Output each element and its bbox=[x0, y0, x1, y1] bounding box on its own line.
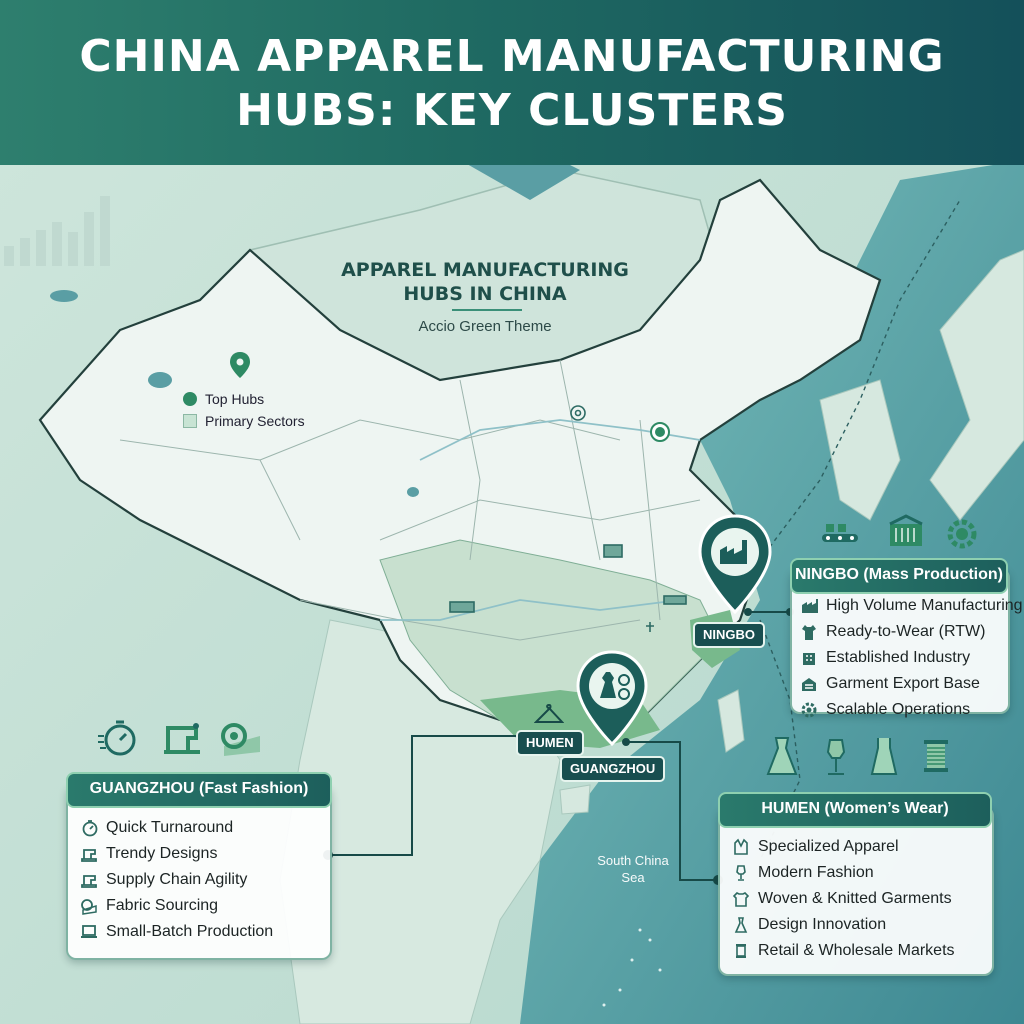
list-item: Quick Turnaround bbox=[80, 815, 273, 841]
conveyor-icon bbox=[822, 524, 858, 542]
thread-spool-icon bbox=[736, 944, 746, 958]
mannequin-icon bbox=[826, 739, 846, 775]
japan-land bbox=[929, 249, 1024, 521]
sewing-machine-icon bbox=[81, 849, 97, 862]
thread-spool-icon bbox=[924, 740, 948, 772]
ningbo-pin-icon[interactable] bbox=[694, 512, 776, 616]
map-legend: Top Hubs Primary Sectors bbox=[183, 388, 305, 432]
guangzhou-panel-title: GUANGZHOU (Fast Fashion) bbox=[66, 772, 332, 808]
korea-land bbox=[819, 379, 901, 521]
guangzhou-pin-icon[interactable] bbox=[572, 648, 652, 748]
guangzhou-city-label[interactable]: GUANGZHOU bbox=[560, 756, 666, 782]
sea-label-line-2: Sea bbox=[621, 870, 645, 885]
list-item-label: Ready-to-Wear (RTW) bbox=[826, 623, 986, 640]
taiwan-land bbox=[717, 689, 745, 753]
legend-label: Top Hubs bbox=[205, 391, 265, 407]
building-icon bbox=[803, 653, 815, 665]
list-item-label: Modern Fashion bbox=[758, 864, 874, 881]
list-item: Retail & Wholesale Markets bbox=[732, 938, 955, 964]
stopwatch-icon bbox=[98, 720, 136, 756]
humen-info-panel bbox=[718, 806, 994, 976]
header-banner: CHINA APPAREL MANUFACTURING HUBS: KEY CL… bbox=[0, 0, 1024, 165]
beijing-hub-marker bbox=[650, 422, 670, 442]
decor-bar-chart bbox=[4, 196, 110, 266]
legend-item-primary-sectors: Primary Sectors bbox=[183, 410, 305, 432]
map-small-icons bbox=[449, 405, 687, 632]
gown-icon bbox=[870, 738, 898, 775]
map-subtitle: Accio Green Theme bbox=[418, 318, 552, 335]
sewing-machine-icon bbox=[164, 723, 200, 754]
list-item: High Volume Manufacturing bbox=[800, 593, 1023, 619]
list-item-label: Scalable Operations bbox=[826, 701, 971, 718]
tshirt-icon bbox=[732, 892, 750, 907]
list-item-label: High Volume Manufacturing bbox=[826, 597, 1023, 614]
laptop-icon bbox=[81, 925, 97, 938]
top-hub-dot-icon bbox=[183, 392, 197, 406]
humen-panel-title: HUMEN (Women’s Wear) bbox=[718, 792, 992, 828]
page-title: CHINA APPAREL MANUFACTURING HUBS: KEY CL… bbox=[0, 30, 1024, 138]
map-title: APPAREL MANUFACTURING HUBS IN CHINA bbox=[300, 258, 670, 306]
coat-icon bbox=[734, 838, 748, 855]
list-item-label: Design Innovation bbox=[758, 916, 887, 933]
hainan-land bbox=[559, 784, 591, 815]
shirt-icon bbox=[802, 625, 816, 640]
list-item: Fabric Sourcing bbox=[80, 893, 273, 919]
ningbo-city-label[interactable]: NINGBO bbox=[693, 622, 765, 648]
humen-city-label[interactable]: HUMEN bbox=[516, 730, 584, 756]
title-line-1: CHINA APPAREL MANUFACTURING bbox=[79, 31, 945, 82]
gear-icon bbox=[947, 519, 977, 549]
primary-sector-swatch-icon bbox=[183, 414, 197, 428]
list-item: Trendy Designs bbox=[80, 841, 273, 867]
stopwatch-icon bbox=[82, 820, 98, 837]
legend-label: Primary Sectors bbox=[205, 413, 305, 429]
list-item-label: Established Industry bbox=[826, 649, 971, 666]
list-item: Scalable Operations bbox=[800, 697, 1023, 723]
crane-container-icon bbox=[889, 514, 923, 546]
fabric-roll-icon bbox=[81, 899, 97, 915]
gear-icon bbox=[801, 702, 817, 718]
list-item: Modern Fashion bbox=[732, 860, 955, 886]
legend-item-top-hubs: Top Hubs bbox=[183, 388, 305, 410]
title-line-2: HUBS: KEY CLUSTERS bbox=[236, 85, 788, 136]
sea-label: South China Sea bbox=[588, 852, 678, 886]
connectors bbox=[328, 611, 790, 881]
mannequin-icon bbox=[736, 865, 746, 881]
dress-icon bbox=[734, 917, 748, 933]
list-item: Design Innovation bbox=[732, 912, 955, 938]
humen-hanger-icon bbox=[534, 704, 564, 723]
list-item-label: Retail & Wholesale Markets bbox=[758, 942, 955, 959]
sewing-machine-icon bbox=[81, 875, 97, 888]
list-item: Supply Chain Agility bbox=[80, 867, 273, 893]
list-item: Garment Export Base bbox=[800, 671, 1023, 697]
ningbo-panel-title: NINGBO (Mass Production) bbox=[790, 558, 1008, 594]
warehouse-icon bbox=[802, 678, 816, 691]
list-item-label: Garment Export Base bbox=[826, 675, 980, 692]
list-item-label: Small-Batch Production bbox=[106, 923, 274, 940]
list-item-label: Quick Turnaround bbox=[106, 819, 234, 836]
map-title-line-2: HUBS IN CHINA bbox=[403, 283, 567, 305]
dress-icon bbox=[766, 737, 798, 775]
list-item: Established Industry bbox=[800, 645, 1023, 671]
factory-icon bbox=[802, 599, 818, 613]
map-title-line-1: APPAREL MANUFACTURING bbox=[341, 259, 629, 281]
list-item-label: Trendy Designs bbox=[106, 845, 218, 862]
sea-label-line-1: South China bbox=[597, 853, 669, 868]
list-item-label: Specialized Apparel bbox=[758, 838, 899, 855]
list-item-label: Supply Chain Agility bbox=[106, 871, 248, 888]
map-title-divider bbox=[452, 309, 522, 311]
list-item: Small-Batch Production bbox=[80, 919, 273, 945]
list-item: Specialized Apparel bbox=[732, 834, 955, 860]
list-item: Woven & Knitted Garments bbox=[732, 886, 955, 912]
fabric-roll-icon bbox=[221, 723, 260, 756]
list-item: Ready-to-Wear (RTW) bbox=[800, 619, 1023, 645]
list-item-label: Woven & Knitted Garments bbox=[758, 890, 952, 907]
list-item-label: Fabric Sourcing bbox=[106, 897, 219, 914]
